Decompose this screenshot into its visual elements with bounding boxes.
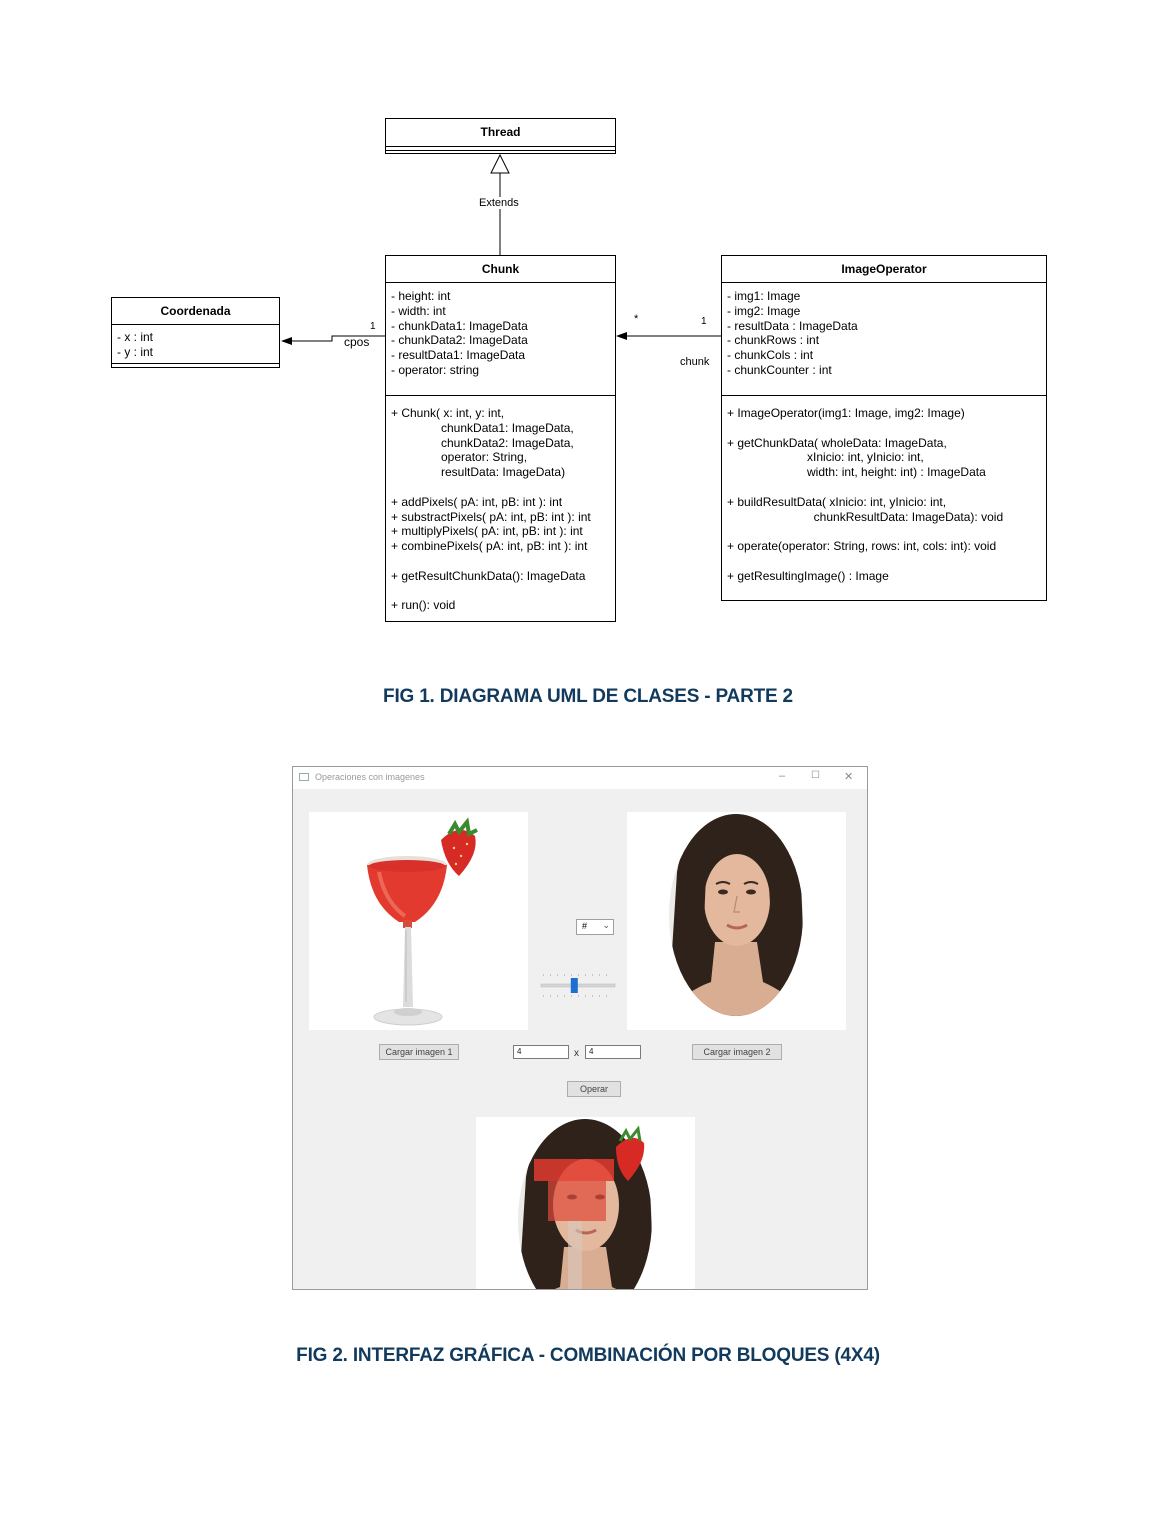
imageoperator-method: xInicio: int, yInicio: int, [727,450,924,465]
close-button[interactable]: ✕ [844,771,854,783]
imageoperator-method [727,421,1046,436]
chunk-method: + substractPixels( pA: int, pB: int ): i… [391,509,591,524]
chunk-attributes: - height: int- width: int- chunkData1: I… [386,283,615,396]
imageoperator-method: + ImageOperator(img1: Image, img2: Image… [727,406,965,420]
imageoperator-method: width: int, height: int) : ImageData [727,465,986,480]
cpos-role: cpos [344,335,370,349]
thread-class-name: Thread [386,119,615,147]
cols-input[interactable]: 4 [585,1045,641,1059]
load-image-1-button[interactable]: Cargar imagen 1 [379,1044,459,1060]
thread-attr-divider [386,147,615,151]
imageoperator-method: + buildResultData( xInicio: int, yInicio… [727,494,947,509]
chunk-attribute: - operator: string [391,362,480,377]
portrait-image [669,814,803,1016]
chunk-methods: + Chunk( x: int, y: int, chunkData1: Ima… [386,396,615,613]
operate-button[interactable]: Operar [567,1081,621,1097]
chunk-method: + combinePixels( pA: int, pB: int ): int [391,539,588,554]
imageoperator-method: chunkResultData: ImageData): void [727,509,1004,524]
figure-1-caption: FIG 1. DIAGRAMA UML DE CLASES - PARTE 2 [383,686,793,707]
image-2-panel [627,812,846,1030]
times-label: x [574,1048,579,1059]
margarita-image [367,817,478,1026]
imageoperator-method: + operate(operator: String, rows: int, c… [727,539,997,554]
chunk-method: operator: String, [391,450,528,465]
image-1-panel [309,812,528,1030]
load-image-2-button[interactable]: Cargar imagen 2 [692,1044,782,1060]
chunk-method: + run(): void [391,598,456,613]
coordenada-class-name: Coordenada [112,298,279,325]
window-app-icon [299,773,309,781]
extends-label: Extends [479,197,519,209]
chunk-method [391,554,615,569]
imageoperator-attribute: - chunkCounter : int [727,362,832,377]
imageoperator-method: + getChunkData( wholeData: ImageData, [727,435,947,450]
chunk-method: chunkData2: ImageData, [391,435,574,450]
blend-slider[interactable] [539,971,619,1001]
imageoperator-class: ImageOperator - img1: Image- img2: Image… [721,255,1047,601]
coordenada-attributes: - x : int- y : int [112,325,279,364]
operator-select-value: # [582,921,588,931]
chunk-method: + multiplyPixels( pA: int, pB: int ): in… [391,524,583,539]
imageoperator-attribute: - img2: Image [727,303,801,318]
chunk-assoc-role: chunk [680,356,710,368]
imageoperator-attribute: - img1: Image [727,289,801,303]
cpos-arrowhead [281,337,292,345]
chunk-attribute: - width: int [391,303,446,318]
result-image-panel [476,1117,695,1289]
thread-class: Thread [385,118,616,154]
uml-connectors [281,153,721,345]
operator-select[interactable]: # ⌄ [576,919,614,935]
imageoperator-attribute: - chunkCols : int [727,348,814,363]
chunk-attribute: - chunkData1: ImageData [391,318,528,333]
result-image [518,1119,652,1289]
window-title: Operaciones con imagenes [315,772,425,782]
cpos-association-line [290,335,385,342]
imageoperator-method [727,524,1046,539]
chunk-attribute: - resultData1: ImageData [391,348,526,363]
imageoperator-attributes: - img1: Image- img2: Image- resultData :… [722,283,1046,396]
imageoperator-class-name: ImageOperator [722,256,1046,283]
chunk-assoc-source-multiplicity: 1 [701,316,707,327]
imageoperator-method [727,554,1046,569]
window-titlebar: Operaciones con imagenes – ☐ ✕ [293,767,867,789]
imageoperator-attribute: - resultData : ImageData [727,318,858,333]
maximize-button[interactable]: ☐ [811,770,820,781]
chunk-method: + Chunk( x: int, y: int, [391,406,505,420]
app-window: Operaciones con imagenes – ☐ ✕ [292,766,868,1290]
slider-thumb[interactable] [570,978,578,993]
chunk-method [391,584,615,599]
chevron-down-icon: ⌄ [602,920,610,930]
chunk-method: resultData: ImageData) [391,465,566,480]
cpos-multiplicity: 1 [370,321,376,332]
chunk-attribute: - height: int [391,289,451,303]
chunk-method: + getResultChunkData(): ImageData [391,568,586,583]
chunk-method: chunkData1: ImageData, [391,420,574,435]
imageoperator-attribute: - chunkRows : int [727,333,820,348]
chunk-class: Chunk - height: int- width: int- chunkDa… [385,255,616,622]
chunk-assoc-target-multiplicity: * [634,313,639,325]
minimize-button[interactable]: – [779,770,786,782]
coordenada-attribute: - y : int [117,344,154,359]
chunk-arrowhead [616,332,627,340]
chunk-method: + addPixels( pA: int, pB: int ): int [391,494,563,509]
imageoperator-methods: + ImageOperator(img1: Image, img2: Image… [722,396,1046,584]
imageoperator-method: + getResultingImage() : Image [727,568,889,583]
figure-2-caption: FIG 2. INTERFAZ GRÁFICA - COMBINACIÓN PO… [296,1345,880,1366]
chunk-method [391,480,615,495]
coordenada-attribute: - x : int [117,330,154,344]
imageoperator-method [727,480,1046,495]
chunk-class-name: Chunk [386,256,615,283]
chunk-attribute: - chunkData2: ImageData [391,333,528,348]
rows-input[interactable]: 4 [513,1045,569,1059]
slider-track [540,983,616,988]
inheritance-arrowhead [490,153,510,174]
coordenada-class: Coordenada - x : int- y : int [111,297,280,368]
